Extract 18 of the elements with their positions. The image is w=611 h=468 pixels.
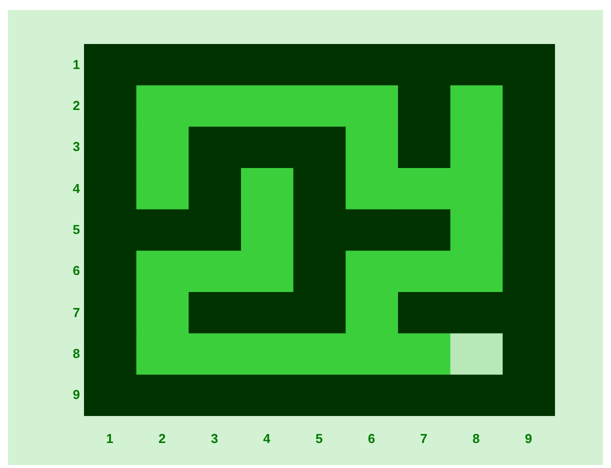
row-number: 2 xyxy=(72,99,80,113)
row-number: 1 xyxy=(72,58,80,72)
row-number: 3 xyxy=(72,140,80,154)
row-number: 9 xyxy=(72,388,80,402)
column-number: 4 xyxy=(263,432,270,446)
column-number: 3 xyxy=(210,432,218,446)
column-number: 8 xyxy=(472,432,480,446)
column-number: 9 xyxy=(524,432,532,446)
column-number: 1 xyxy=(106,432,114,446)
column-number: 2 xyxy=(158,432,166,446)
column-number: 5 xyxy=(316,432,323,446)
column-number: 7 xyxy=(420,432,428,446)
row-number: 6 xyxy=(72,264,80,278)
row-number: 7 xyxy=(72,306,80,320)
row-number: 8 xyxy=(72,347,80,361)
row-number: 5 xyxy=(72,223,80,237)
column-number: 6 xyxy=(368,432,376,446)
row-number: 4 xyxy=(72,182,80,196)
